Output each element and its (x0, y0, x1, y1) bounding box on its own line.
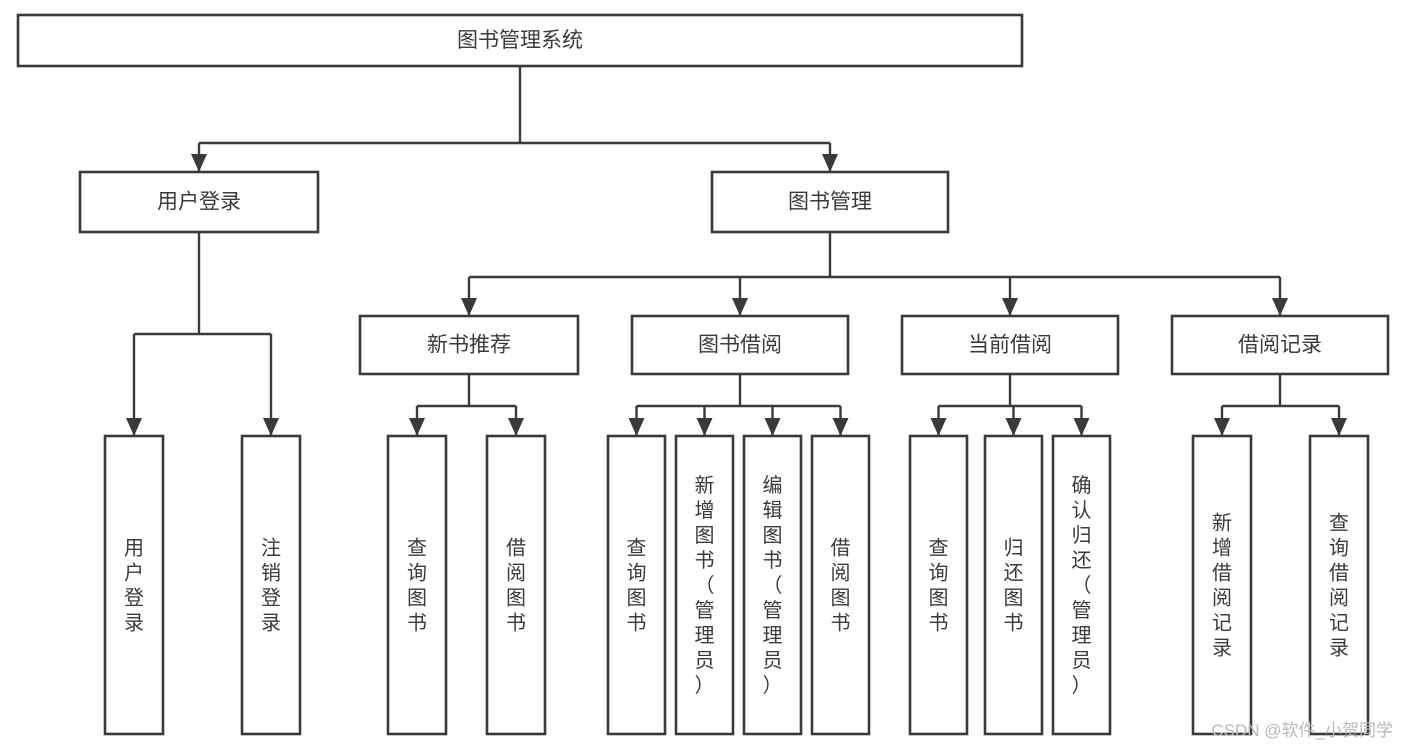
node-label-leaf-add-book: 新增图书（管理员） (695, 474, 715, 697)
node-box-leaf-return-book (983, 434, 1044, 736)
root-to-l2-arrow-1 (822, 154, 838, 172)
node-borrow-record[interactable]: 借阅记录 (1170, 314, 1390, 376)
node-label-leaf-logout: 注销登录 (261, 537, 281, 635)
node-leaf-borrow-book-2[interactable]: 借阅图书 (810, 434, 871, 736)
node-label-leaf-borrow-book-1: 借阅图书 (506, 537, 526, 635)
node-label-root: 图书管理系统 (457, 29, 583, 52)
node-label-leaf-query-book-1: 查询图书 (407, 537, 427, 635)
node-root[interactable]: 图书管理系统 (16, 13, 1024, 68)
node-box-leaf-user-login (103, 434, 165, 736)
node-box-borrow-record (1170, 314, 1390, 376)
node-leaf-add-book[interactable]: 新增图书（管理员） (674, 434, 735, 736)
book-borrow-to-leaves-arrow-1 (696, 418, 713, 436)
current-borrow-to-leaves-arrow-2 (1073, 418, 1090, 436)
csdn-watermark: CSDN @软件_小贺同学 (1211, 721, 1393, 740)
node-new-book-rec[interactable]: 新书推荐 (358, 314, 580, 376)
node-label-new-book-rec: 新书推荐 (427, 334, 511, 357)
edge-layer (126, 66, 1347, 436)
node-label-leaf-query-book-2: 查询图书 (627, 537, 647, 635)
node-book-borrow[interactable]: 图书借阅 (630, 314, 850, 376)
book-borrow-to-leaves-arrow-3 (832, 418, 849, 436)
node-box-new-book-rec (358, 314, 580, 376)
node-box-leaf-query-record (1308, 434, 1370, 736)
node-label-current-borrow: 当前借阅 (968, 334, 1052, 357)
bookmanage-to-l3-arrow-2 (1002, 298, 1018, 316)
node-leaf-logout[interactable]: 注销登录 (240, 434, 302, 736)
node-box-leaf-query-book-1 (386, 434, 448, 736)
node-leaf-add-record[interactable]: 新增借阅记录 (1191, 434, 1253, 736)
node-label-user-login: 用户登录 (157, 191, 241, 214)
node-label-leaf-query-book-3: 查询图书 (929, 537, 949, 635)
node-leaf-user-login[interactable]: 用户登录 (103, 434, 165, 736)
node-box-leaf-add-record (1191, 434, 1253, 736)
node-box-leaf-borrow-book-1 (485, 434, 547, 736)
node-book-manage[interactable]: 图书管理 (710, 170, 950, 234)
bookmanage-to-l3-arrow-3 (1272, 298, 1288, 316)
node-label-leaf-confirm-return: 确认归还（管理员） (1072, 474, 1092, 697)
node-leaf-edit-book[interactable]: 编辑图书（管理员） (742, 434, 803, 736)
book-borrow-to-leaves-arrow-0 (628, 418, 645, 436)
node-layer: 图书管理系统用户登录图书管理新书推荐图书借阅当前借阅借阅记录用户登录注销登录查询… (16, 13, 1390, 736)
node-leaf-return-book[interactable]: 归还图书 (983, 434, 1044, 736)
node-leaf-query-book-2[interactable]: 查询图书 (606, 434, 667, 736)
node-label-leaf-return-book: 归还图书 (1004, 537, 1024, 635)
borrow-record-to-leaves-arrow-1 (1331, 418, 1347, 436)
node-label-leaf-user-login: 用户登录 (124, 538, 144, 635)
node-leaf-confirm-return[interactable]: 确认归还（管理员） (1051, 434, 1112, 736)
new-book-rec-to-leaves-arrow-1 (508, 418, 524, 436)
user-login-to-leaves-arrow-1 (263, 418, 279, 436)
node-box-root (16, 13, 1024, 68)
node-leaf-query-record[interactable]: 查询借阅记录 (1308, 434, 1370, 736)
node-leaf-borrow-book-1[interactable]: 借阅图书 (485, 434, 547, 736)
node-label-leaf-borrow-book-2: 借阅图书 (831, 537, 851, 635)
user-login-to-leaves-arrow-0 (126, 418, 142, 436)
bookmanage-to-l3-arrow-0 (461, 298, 477, 316)
node-box-leaf-query-book-2 (606, 434, 667, 736)
current-borrow-to-leaves-arrow-0 (930, 418, 947, 436)
node-user-login[interactable]: 用户登录 (78, 170, 320, 234)
node-label-book-borrow: 图书借阅 (698, 334, 782, 357)
node-box-book-manage (710, 170, 950, 234)
bookmanage-to-l3-arrow-1 (732, 298, 748, 316)
node-label-leaf-add-record: 新增借阅记录 (1212, 512, 1232, 660)
node-leaf-query-book-1[interactable]: 查询图书 (386, 434, 448, 736)
node-box-book-borrow (630, 314, 850, 376)
node-box-leaf-add-book (674, 434, 735, 736)
node-box-leaf-edit-book (742, 434, 803, 736)
root-to-l2-arrow-0 (191, 154, 207, 172)
node-box-leaf-logout (240, 434, 302, 736)
node-label-book-manage: 图书管理 (788, 191, 872, 214)
node-box-leaf-query-book-3 (908, 434, 969, 736)
node-label-borrow-record: 借阅记录 (1238, 334, 1322, 357)
current-borrow-to-leaves-arrow-1 (1005, 418, 1022, 436)
node-box-current-borrow (900, 314, 1120, 376)
node-box-leaf-borrow-book-2 (810, 434, 871, 736)
node-box-leaf-confirm-return (1051, 434, 1112, 736)
node-box-user-login (78, 170, 320, 234)
node-current-borrow[interactable]: 当前借阅 (900, 314, 1120, 376)
book-borrow-to-leaves-arrow-2 (764, 418, 781, 436)
borrow-record-to-leaves-arrow-0 (1214, 418, 1230, 436)
node-leaf-query-book-3[interactable]: 查询图书 (908, 434, 969, 736)
node-label-leaf-query-record: 查询借阅记录 (1329, 512, 1349, 660)
node-label-leaf-edit-book: 编辑图书（管理员） (763, 474, 783, 697)
new-book-rec-to-leaves-arrow-0 (409, 418, 425, 436)
